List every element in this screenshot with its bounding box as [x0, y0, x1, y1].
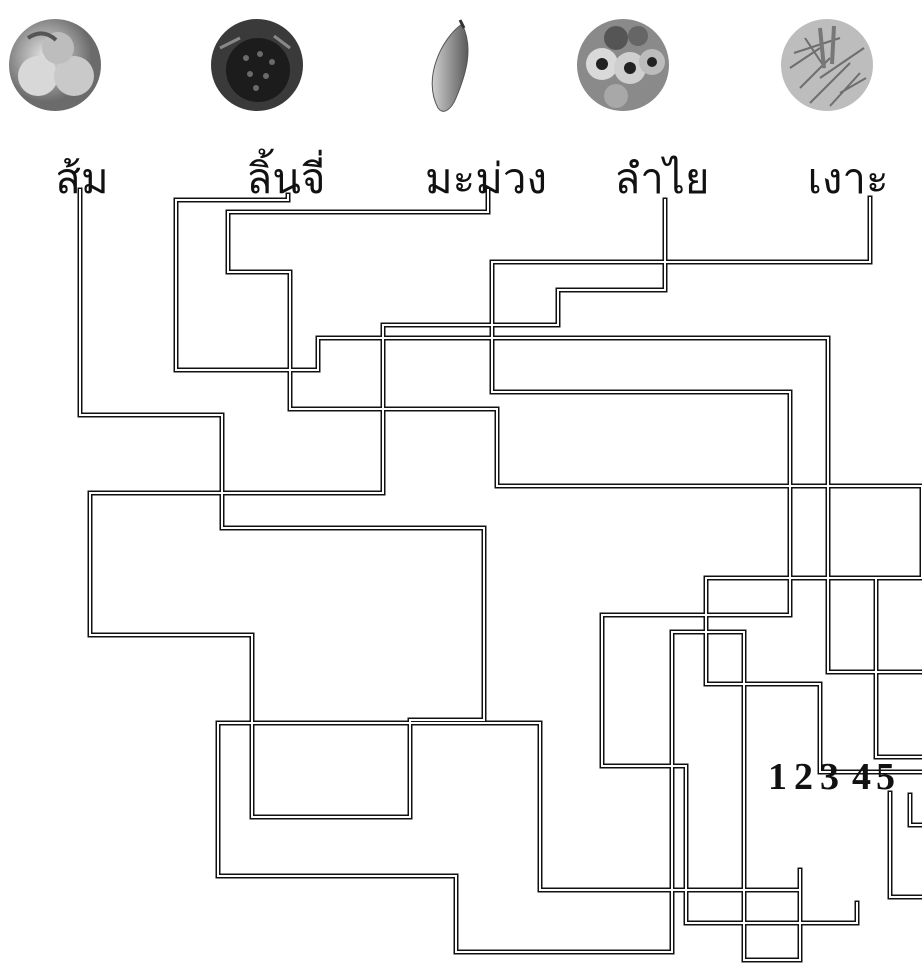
number-3: 3: [820, 758, 839, 796]
number-2: 2: [794, 758, 813, 796]
maze-path-c: [876, 578, 922, 757]
maze-path-a: [218, 723, 800, 890]
number-5: 5: [876, 758, 895, 796]
maze-path-lychee: [176, 195, 922, 672]
maze-path-d: [890, 793, 922, 897]
maze-path-rambutan: [492, 198, 870, 923]
number-4: 4: [852, 758, 871, 796]
maze-path-b: [218, 632, 800, 960]
maze-path-e: [910, 795, 922, 825]
number-1: 1: [768, 758, 787, 796]
